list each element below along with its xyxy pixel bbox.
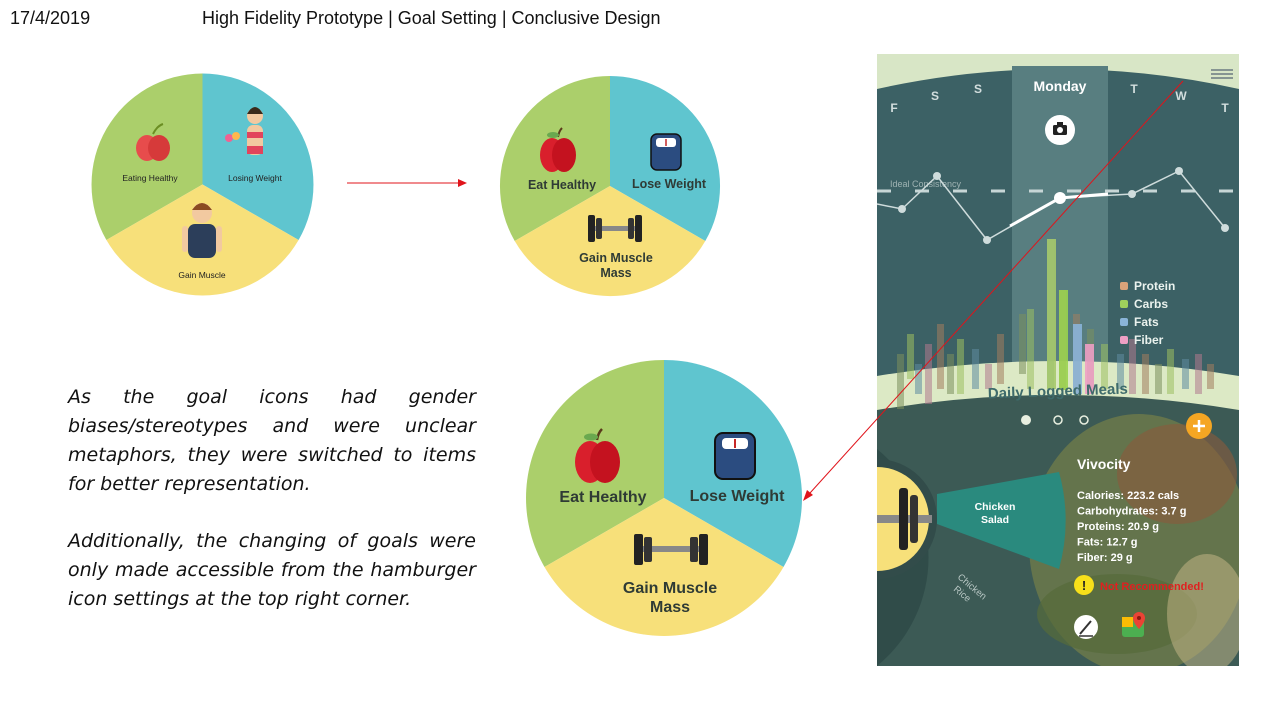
apple-icon [575,428,620,483]
bar-10 [1019,314,1026,374]
new-eat-label: Eat Healthy [528,178,596,192]
dumbbell-icon [634,534,708,565]
new-gain-label-large-line2: Mass [650,599,690,616]
bar-16 [1101,344,1108,389]
selected-bar-0 [1047,239,1056,389]
edit-button[interactable] [1074,615,1098,639]
bar-9 [997,334,1004,384]
hamburger-menu-icon[interactable] [1211,69,1233,79]
legend-swatch-1 [1120,300,1128,308]
legend-swatch-0 [1120,282,1128,290]
apple-icon [136,123,170,161]
restaurant-name: Vivocity [1077,456,1131,472]
nutrient-bars [897,239,1214,409]
bar-11 [1027,309,1034,389]
map-pin-icon [1122,612,1145,637]
legend-label-0: Protein [1134,279,1175,293]
selected-bar-1 [1059,290,1068,390]
daily-logged-meals-label: Daily Logged Meals [988,381,1129,403]
apple-icon [540,127,576,172]
nutrient-line-0: Calories: 223.2 cals [1077,490,1179,502]
bar-5 [947,354,954,394]
new-gain-label-line1: Gain Muscle [579,251,653,265]
hamburger-connector-arrow [803,80,1184,501]
bar-24 [1207,364,1214,389]
bar-6 [957,339,964,394]
bar-4 [937,324,944,389]
selected-bar-2 [1073,324,1082,394]
new-eat-label-large: Eat Healthy [559,489,646,506]
bar-2 [915,364,922,394]
dumbbell-icon [588,215,642,242]
camera-icon [1053,122,1067,135]
page-indicator[interactable] [1021,415,1089,425]
camera-button[interactable] [1045,115,1075,145]
warning-text: Not Recommended! [1100,581,1204,593]
legend-label-3: Fiber [1134,333,1164,347]
new-goal-wheel-small: Eat Healthy Lose Weight Gain Muscle Mass [499,75,721,297]
bar-18 [1129,339,1136,394]
add-meal-button[interactable] [1186,413,1212,439]
bar-23 [1195,354,1202,394]
dumbbell-icon [877,488,932,550]
ideal-consistency-label: Ideal Consistency [890,179,962,189]
bar-17 [1117,354,1124,389]
note-paragraph-1: As the goal icons had gender biases/ster… [68,386,476,495]
selected-bar-3 [1085,344,1094,394]
bar-19 [1142,354,1149,394]
bar-22 [1182,359,1189,389]
bar-3 [925,344,932,404]
bar-7 [972,349,979,389]
transition-arrow [347,179,467,187]
day-label-0[interactable]: F [890,101,897,115]
day-label-4[interactable]: T [1130,82,1138,96]
old-lose-label: Losing Weight [228,173,282,183]
day-label-2[interactable]: S [974,82,982,96]
meal-selected-line1: Chicken [975,501,1016,513]
meal-selected-line2: Salad [981,514,1009,526]
meal-option-selected[interactable] [937,472,1066,569]
legend-swatch-3 [1120,336,1128,344]
day-label-6[interactable]: T [1221,101,1229,115]
day-label-5[interactable]: W [1175,89,1187,103]
nutrient-line-4: Fiber: 29 g [1077,552,1133,564]
slide-date: 17/4/2019 [10,8,91,28]
new-lose-label-large: Lose Weight [690,488,785,505]
legend-label-2: Fats [1134,315,1159,329]
legend-swatch-2 [1120,318,1128,326]
old-eat-label: Eating Healthy [122,173,178,183]
woman-figure-icon [225,107,263,155]
old-goal-wheel: Eating Healthy Losing Weight Gain Muscle [91,73,314,296]
nutrient-line-2: Proteins: 20.9 g [1077,521,1159,533]
bar-20 [1155,364,1162,394]
bar-0 [897,354,904,409]
map-button[interactable] [1122,612,1145,637]
note-paragraph-2: Additionally, the changing of goals were… [68,530,476,610]
bar-21 [1167,349,1174,394]
scale-icon [650,133,682,171]
day-label-3[interactable]: Monday [1034,78,1087,94]
nutrient-line-1: Carbohydrates: 3.7 g [1077,506,1186,518]
nutrient-line-3: Fats: 12.7 g [1077,537,1138,549]
man-figure-icon [182,203,222,258]
new-lose-label: Lose Weight [632,177,707,191]
bar-8 [985,364,992,389]
legend-label-1: Carbs [1134,297,1168,311]
day-label-1[interactable]: S [931,89,939,103]
new-goal-wheel-large: Eat Healthy Lose Weight Gain Muscle Mass [526,360,802,636]
bar-1 [907,334,914,379]
scale-icon [714,432,756,480]
slide-title: High Fidelity Prototype | Goal Setting |… [202,8,661,28]
old-gain-label: Gain Muscle [178,270,226,280]
pencil-icon [1079,620,1093,637]
warning-icon: ! [1074,575,1094,595]
svg-text:!: ! [1082,578,1086,593]
new-gain-label-large-line1: Gain Muscle [623,580,717,597]
new-gain-label-line2: Mass [600,266,631,280]
